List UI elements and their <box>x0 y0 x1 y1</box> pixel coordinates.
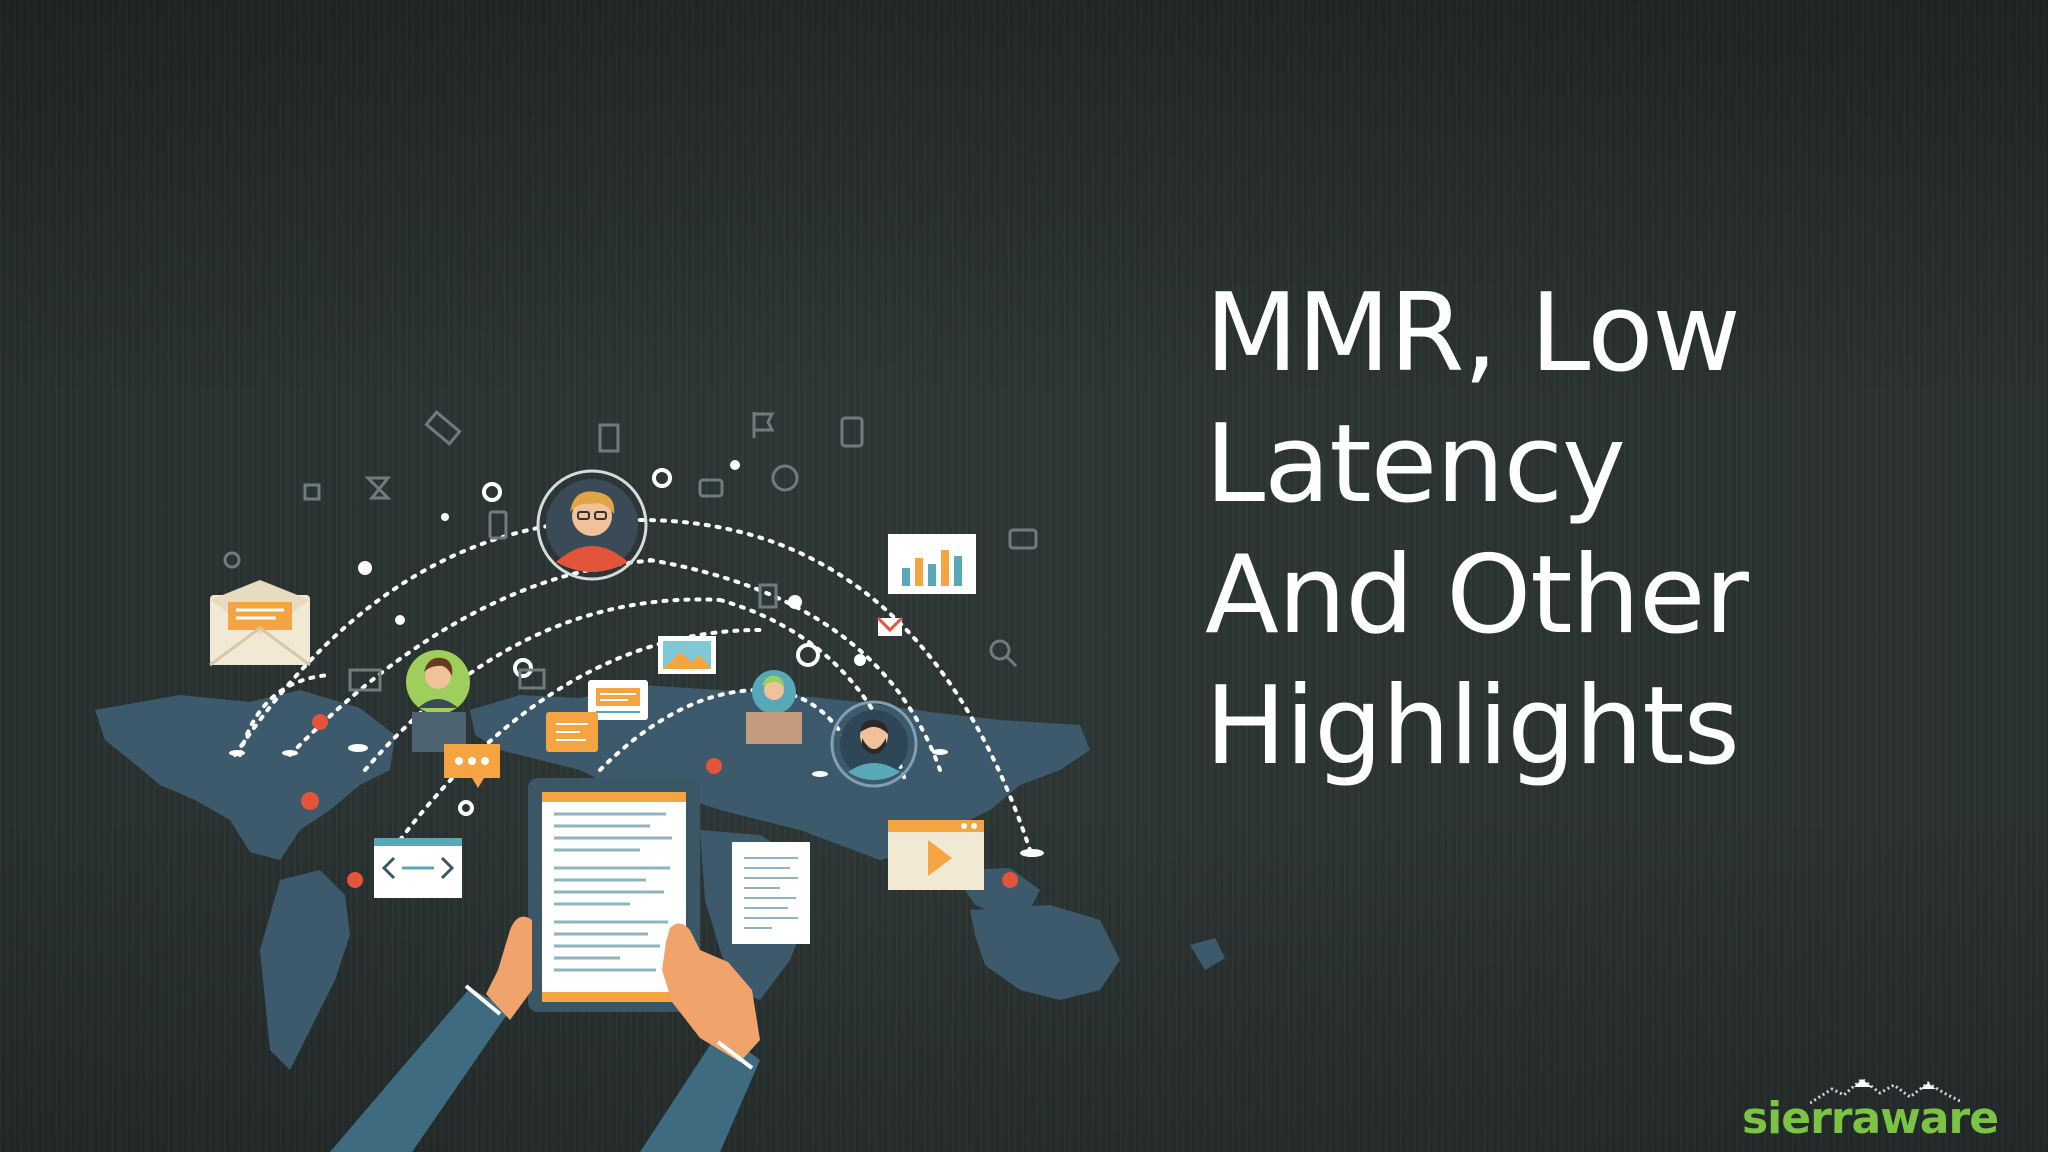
slide-headline: MMR, Low Latency And Other Highlights <box>1205 268 1925 792</box>
bar-chart-icon <box>888 534 976 594</box>
world-map <box>95 685 1225 1070</box>
arc-endpoints <box>229 744 1044 857</box>
avatar-redhead <box>536 469 648 581</box>
scatter-rings <box>458 468 820 816</box>
chat-bubble-icon <box>546 712 598 752</box>
headline-line-2: Latency <box>1205 402 1626 527</box>
faint-icons <box>223 410 1038 692</box>
photo-card-icon <box>658 636 716 674</box>
avatar-woman <box>406 650 470 752</box>
mountain-logo-icon <box>1810 1077 1960 1105</box>
document-icon <box>732 842 810 944</box>
brand-name: sierraware <box>1741 1093 1999 1144</box>
headline-line-4: Highlights <box>1205 664 1740 789</box>
scatter-dots <box>358 460 866 666</box>
envelope-icon <box>209 580 311 667</box>
network-illustration <box>95 410 1225 1152</box>
mail-badge-icon <box>876 616 904 636</box>
video-player-icon <box>888 820 984 890</box>
message-card-icon <box>588 680 648 720</box>
avatar-bearded-man <box>830 700 918 788</box>
typing-bubble-icon <box>444 744 500 788</box>
hands-holding-tablet <box>330 916 760 1152</box>
location-pins <box>301 714 1019 900</box>
brand-logo: sierraware <box>1740 1075 2000 1145</box>
code-window-icon <box>374 838 462 898</box>
headline-line-3: And Other <box>1205 533 1749 658</box>
tablet-device <box>528 778 700 1012</box>
avatar-man-laptop <box>746 670 802 744</box>
headline-line-1: MMR, Low <box>1205 271 1741 396</box>
